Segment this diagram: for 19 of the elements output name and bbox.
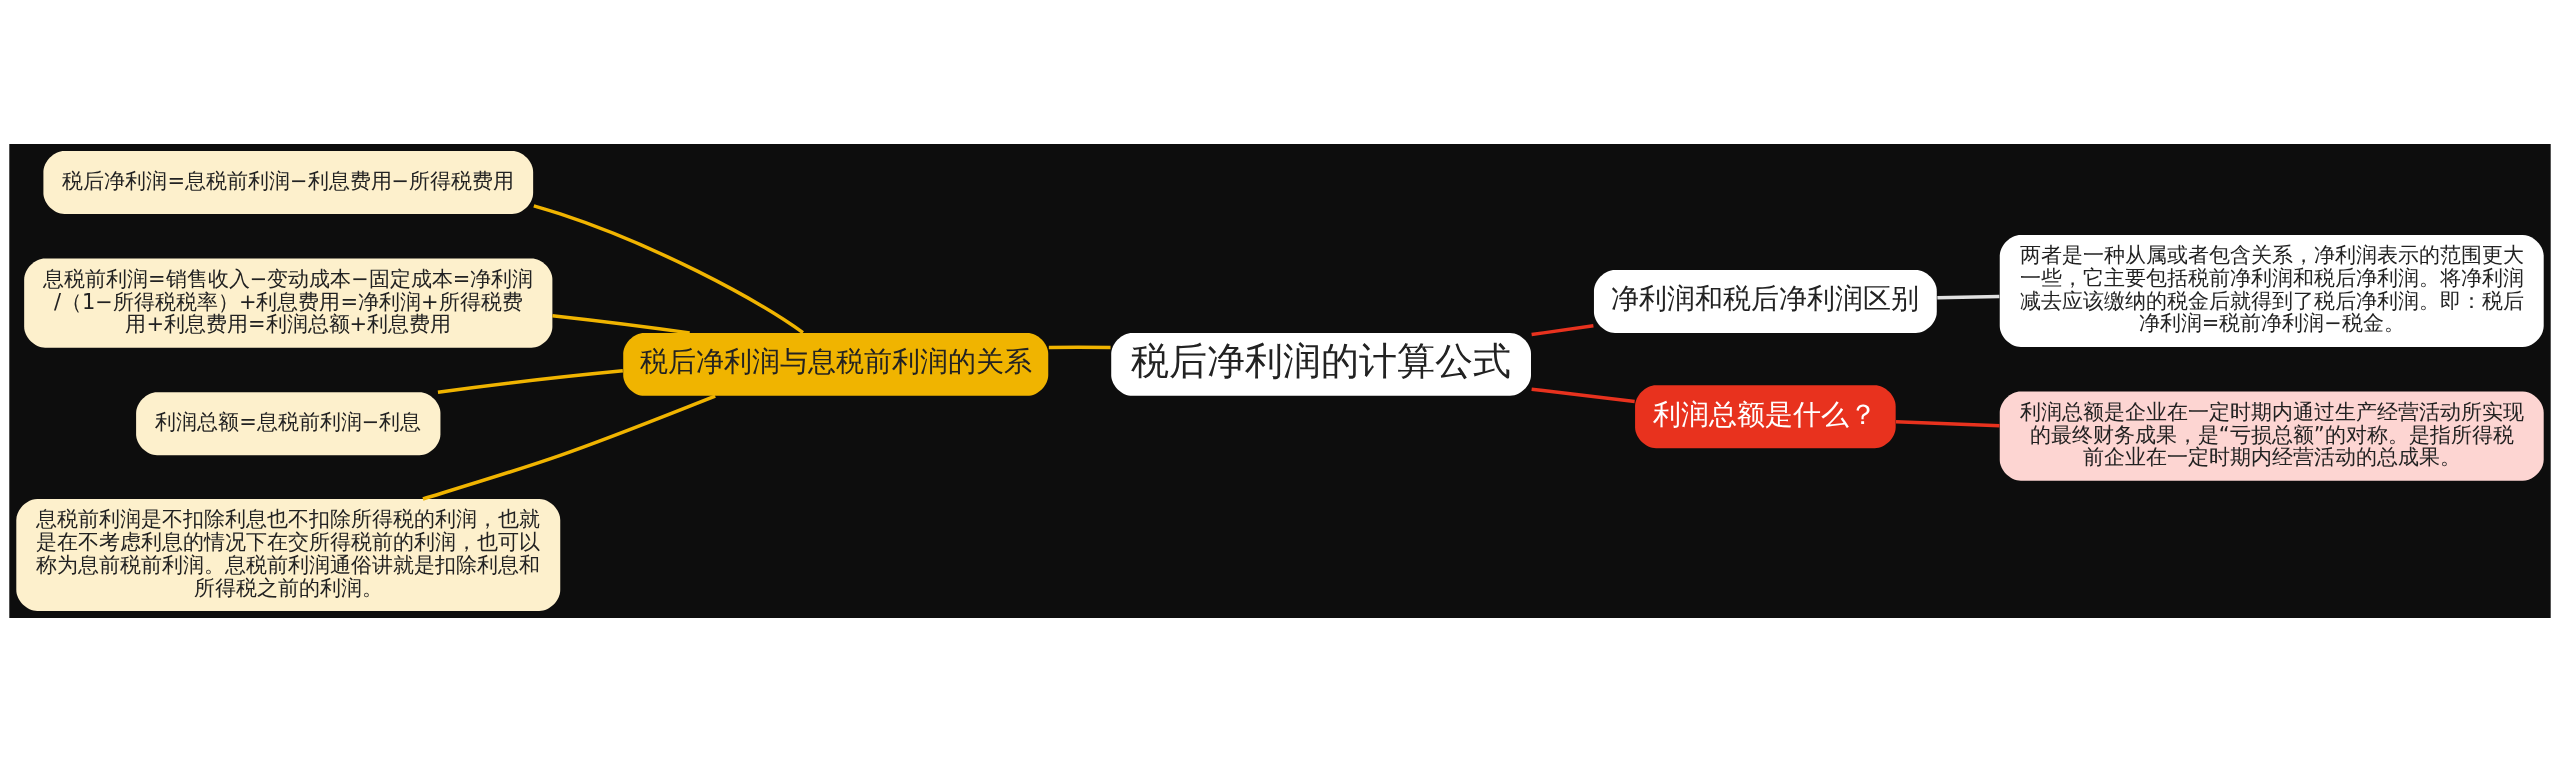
node-box: 利润总额是什么？ bbox=[1635, 384, 1896, 448]
node-box: 息税前利润=销售收入−变动成本−固定成本=净利润/（1−所得税税率）+利息费用=净利润+所得税费用+利息费用=利润总额+利息费用 bbox=[24, 258, 553, 348]
node-box: 税后净利润与息税前利润的关系 bbox=[623, 332, 1049, 396]
node-box: 利润总额=息税前利润−利息 bbox=[136, 391, 441, 455]
node-box: 净利润和税后净利润区别 bbox=[1593, 269, 1937, 333]
connector bbox=[552, 313, 690, 335]
connector bbox=[1048, 345, 1111, 349]
connector bbox=[1937, 294, 2000, 300]
connector bbox=[1531, 323, 1594, 336]
connector bbox=[422, 394, 716, 501]
connector bbox=[533, 203, 804, 334]
node-box: 税后净利润=息税前利润−利息费用−所得税费用 bbox=[43, 150, 534, 214]
node-box: 两者是一种从属或者包含关系，净利润表示的范围更大一些，它主要包括税前净利润和税后净利润。将净利润减去应该缴纳的税金后就得到了税后净利润。即：税后净利润=税前净利润−税金。 bbox=[1999, 234, 2544, 347]
connector bbox=[1895, 419, 2000, 427]
node-box: 利润总额是企业在一定时期内通过生产经营活动所实现的最终财务成果，是“亏损总额”的对称。是指所得税前企业在一定时期内经营活动的总成果。 bbox=[1999, 391, 2544, 481]
connector bbox=[437, 368, 623, 394]
node-box: 税后净利润的计算公式 bbox=[1111, 332, 1531, 396]
node-box: 息税前利润是不扣除利息也不扣除所得税的利润，也就是在不考虑利息的情况下在交所得税前的利润，也可以称为息前税前利润。息税前利润通俗讲就是扣除利息和所得税之前的利润。 bbox=[16, 498, 561, 611]
connector bbox=[1531, 387, 1635, 403]
